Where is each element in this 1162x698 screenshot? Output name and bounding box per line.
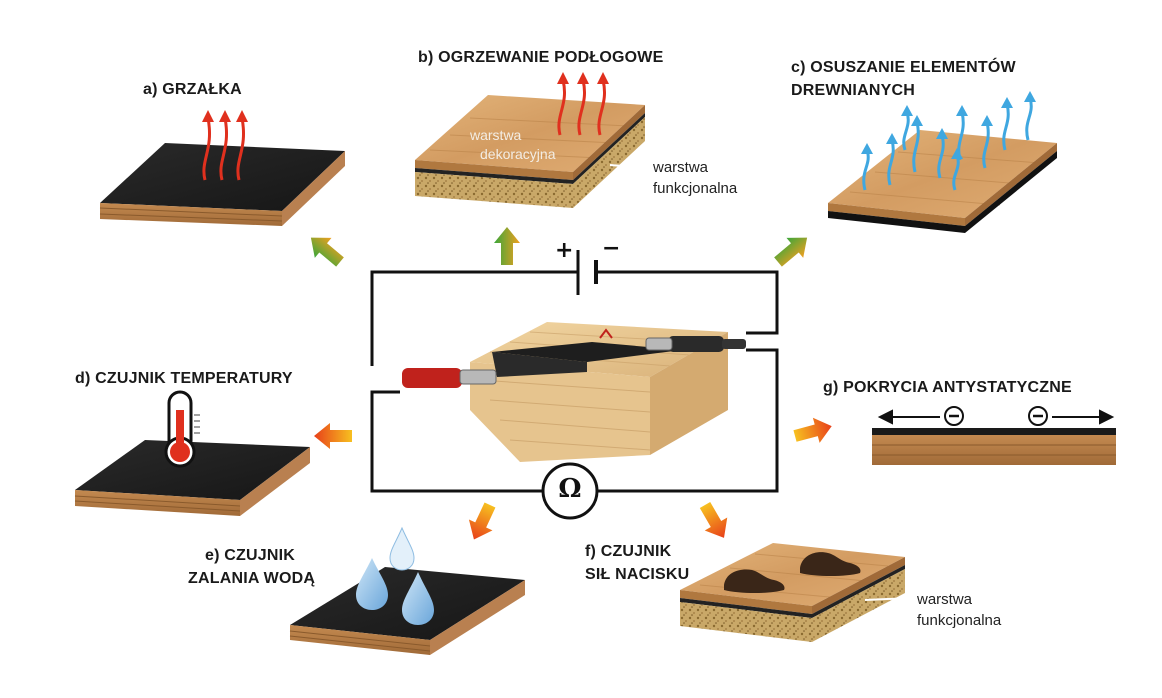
heat-arrowheads-b [557,72,609,84]
shoe-icons [724,552,861,593]
red-clip [402,368,497,388]
ohmmeter-icon [541,462,599,520]
note-functional-f-line1: warstwa [917,591,973,608]
arrow-to-d [314,423,352,449]
label-drying-line1: c) OSUSZANIE ELEMENTÓW [791,59,1016,76]
arrow-to-g [793,417,832,443]
label-antistatic: g) POKRYCIA ANTYSTATYCZNE [823,379,1072,396]
arrow-to-b [494,227,520,265]
heat-arrows-a [202,117,245,181]
note-functional-b-line1: warstwa [653,159,709,176]
ohm-symbol: Ω [558,474,582,504]
antistatic-strip [872,428,1116,465]
drying-slab [828,130,1057,233]
arrow-to-e [468,502,496,540]
heat-arrows-b [557,79,606,136]
pointer-line-b [609,164,651,169]
sample-block [470,322,728,462]
arrow-to-a [310,237,344,267]
label-heater: a) GRZAŁKA [143,81,242,98]
label-temperature-sensor: d) CZUJNIK TEMPERATURY [75,370,293,387]
battery-plus-sign: + [555,238,574,263]
battery-minus-sign: − [602,236,621,261]
heat-arrowheads-a [202,110,248,122]
circuit-wires [370,270,779,493]
label-floor-heating: b) OGRZEWANIE PODŁOGOWE [418,49,664,66]
label-water-sensor-line1: e) CZUJNIK [205,547,296,564]
pressure-sensor-slab [680,543,905,642]
charge-flow-arrows [877,409,1115,425]
label-drying-line2: DREWNIANYCH [791,82,915,99]
note-decorative-line1: warstwa [470,127,522,143]
arrow-to-c [774,237,808,267]
note-functional-b-line2: funkcjonalna [653,180,738,197]
note-functional-f-line2: funkcjonalna [917,612,1002,629]
label-water-sensor-line2: ZALANIA WODĄ [188,570,316,587]
water-drop-icons [356,526,434,625]
label-pressure-sensor-line1: f) CZUJNIK [585,543,672,560]
vapor-arrowheads-c [861,91,1036,159]
black-clip [645,336,746,352]
electron-symbols [944,406,1048,426]
note-decorative-line2: dekoracyjna [480,146,556,162]
pointer-line-f [864,597,913,601]
thermometer-icon [164,390,200,468]
temperature-sensor-slab [74,440,310,516]
floor-heating-slab [415,95,645,208]
battery-symbol [576,250,598,295]
label-pressure-sensor-line2: SIŁ NACISKU [585,566,690,583]
small-clip-mark [599,328,613,339]
arrow-to-f [699,502,728,538]
